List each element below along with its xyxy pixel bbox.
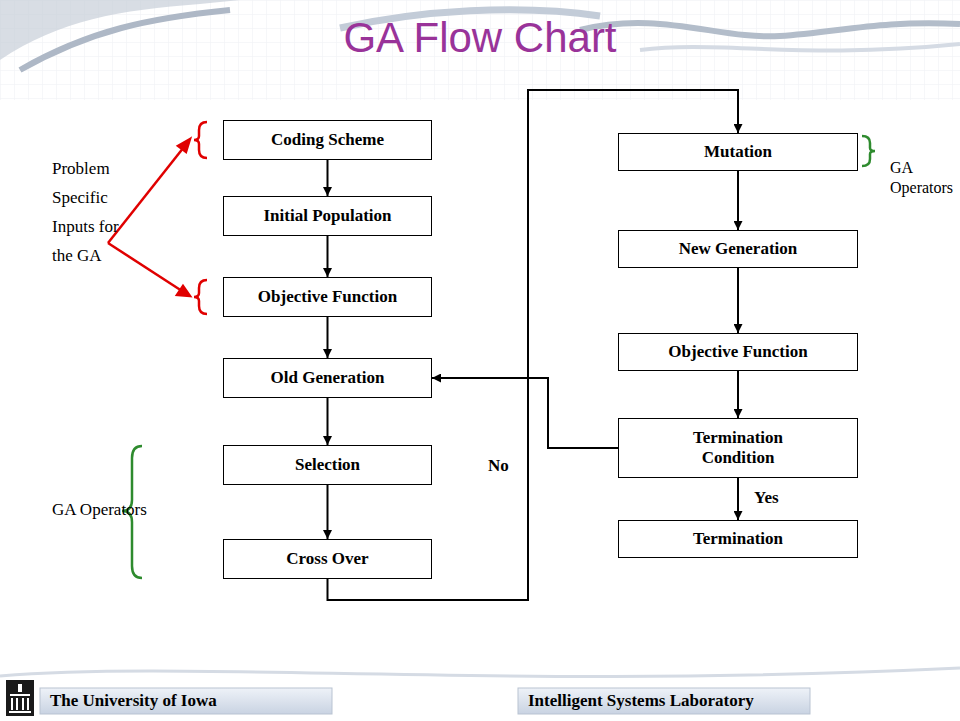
process-box: Old Generation (223, 358, 432, 398)
flow-arrow (737, 268, 739, 333)
swoosh (20, 10, 230, 70)
box-text: Objective Function (668, 342, 807, 362)
footer-text: The University of Iowa (50, 690, 325, 712)
footer-bar (518, 688, 810, 714)
process-box: Objective Function (223, 277, 432, 317)
flow-arrow (737, 478, 739, 520)
box-text: Coding Scheme (271, 130, 384, 150)
process-box: Initial Population (223, 196, 432, 236)
process-box: Objective Function (618, 333, 858, 371)
flow-arrow (737, 371, 739, 418)
process-box: Mutation (618, 133, 858, 171)
box-text: Cross Over (286, 549, 368, 569)
box-text: Mutation (704, 142, 772, 162)
swoosh (640, 44, 960, 50)
ga-operators-note: GA Operators (890, 158, 956, 198)
green-bracket (122, 136, 875, 578)
box-text: New Generation (679, 239, 798, 259)
box-text: Old Generation (271, 368, 385, 388)
flow-arrow (327, 398, 329, 445)
process-box: Coding Scheme (223, 120, 432, 160)
red-bracket (194, 122, 207, 314)
edge-label: No (486, 456, 511, 476)
swoosh (0, 668, 960, 676)
university-logo (6, 680, 34, 716)
process-box: Termination Condition (618, 418, 858, 478)
box-text: Termination (693, 529, 783, 549)
flow-arrow (327, 485, 329, 539)
box-text: Objective Function (258, 287, 397, 307)
header-grid (0, 0, 960, 100)
swoosh (580, 23, 960, 36)
slide-title: GA Flow Chart (0, 14, 960, 62)
process-box: Cross Over (223, 539, 432, 579)
box-text: Termination Condition (673, 428, 803, 469)
edge-label: Yes (752, 488, 781, 508)
process-box: New Generation (618, 230, 858, 268)
problem-specific-note: Problem Specific Inputs for the GA (52, 154, 142, 270)
flow-arrow (327, 317, 329, 358)
box-text: Selection (295, 455, 360, 475)
process-box: Termination (618, 520, 858, 558)
process-box: Selection (223, 445, 432, 485)
flow-arrow (432, 378, 618, 448)
footer-text: Intelligent Systems Laboratory (528, 690, 808, 712)
box-text: Initial Population (263, 206, 391, 226)
flow-arrow (737, 171, 739, 230)
footer-bar (40, 688, 332, 714)
ga-operators-note: GA Operators (52, 500, 182, 520)
red-pointer (108, 139, 190, 296)
flow-arrow (327, 160, 329, 196)
flow-arrow (327, 236, 329, 277)
